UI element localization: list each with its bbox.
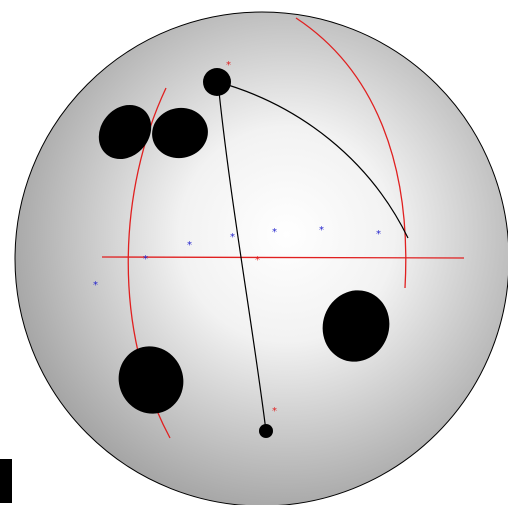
marker-red-top: * [226, 60, 231, 71]
top-pole-dot [203, 68, 231, 96]
great-circle-arcs [217, 81, 409, 432]
dark-spots [98, 104, 390, 414]
marker-blue-1: * [93, 280, 98, 291]
marker-blue-2: * [143, 254, 148, 265]
marker-blue-5: * [272, 227, 277, 238]
black-corner-block [0, 459, 12, 503]
spot-lower-left [118, 346, 184, 414]
bottom-pole-dot [259, 424, 273, 438]
spot-upper-left-a [98, 104, 152, 160]
guide-arc-right [295, 17, 407, 289]
marker-red-bottom: * [272, 406, 277, 417]
red-markers: * * * [226, 60, 277, 417]
marker-blue-3: * [187, 240, 192, 251]
arc-top-to-right [217, 81, 409, 239]
spot-upper-left-b [152, 107, 208, 159]
marker-blue-6: * [319, 225, 324, 236]
guide-horizon-line [101, 256, 465, 259]
marker-red-horizon: * [255, 255, 260, 266]
marker-blue-4: * [230, 232, 235, 243]
spot-right [322, 290, 390, 362]
marker-blue-7: * [376, 229, 381, 240]
blue-markers: * * * * * * * [93, 225, 381, 291]
arc-top-to-bottom [217, 81, 267, 432]
